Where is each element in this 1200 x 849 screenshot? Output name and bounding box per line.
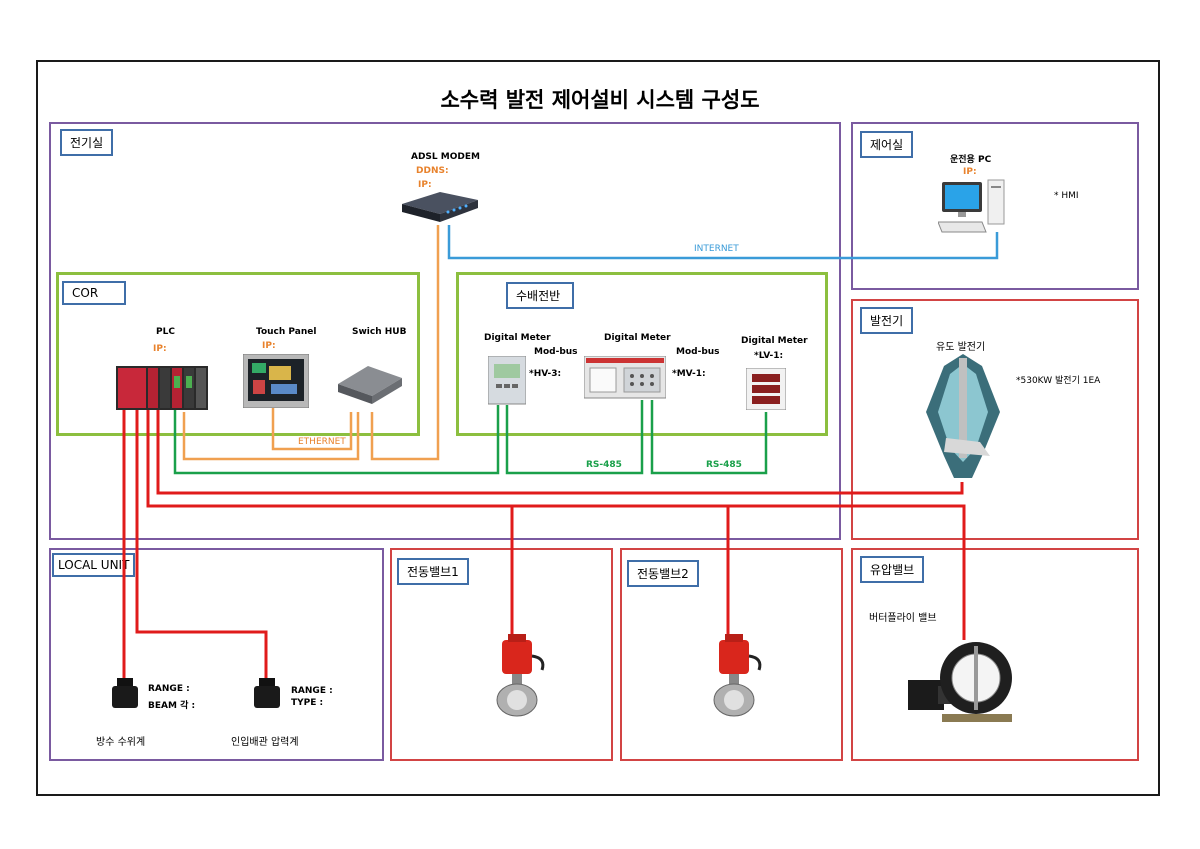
butterfly-valve-icon [908, 642, 1012, 722]
red-line-valves [146, 410, 966, 640]
pc-name: 운전용 PC [950, 155, 992, 165]
butterfly-valve-name: 버터플라이 밸브 [869, 613, 937, 624]
sensor2-name: 인입배관 압력계 [231, 737, 299, 748]
touch-panel-icon [243, 354, 309, 408]
plc-name: PLC [156, 327, 175, 337]
section-valve2 [620, 548, 843, 761]
pc-ip: IP: [963, 167, 977, 177]
motor-valve2-icon [713, 634, 762, 717]
ethernet-line-panel [271, 405, 353, 451]
section-local-unit [49, 548, 384, 761]
motor-valve1-icon [496, 634, 545, 717]
section-electric-room [49, 122, 841, 540]
red-line-sensor2 [135, 410, 268, 678]
pc-note: * HMI [1054, 191, 1079, 201]
meter-hv-id: *HV-3: [529, 369, 562, 379]
touch-panel-name: Touch Panel [256, 327, 317, 337]
meter-lv-id: *LV-1: [754, 351, 784, 361]
meter-hv-name: Digital Meter [484, 333, 551, 343]
tag-valve1: 전동밸브1 [397, 558, 469, 585]
rs485-line-2 [505, 400, 644, 475]
sensor1-range: RANGE : [148, 684, 190, 694]
label-internet: INTERNET [694, 244, 739, 254]
diagram-frame [36, 60, 1160, 796]
section-hydraulic-valve [851, 548, 1139, 761]
touch-panel-ip: IP: [262, 341, 276, 351]
adsl-name: ADSL MODEM [411, 152, 480, 162]
tag-generator: 발전기 [860, 307, 914, 334]
diagram-title: 소수력 발전 제어설비 시스템 구성도 [440, 88, 760, 112]
tag-switchgear: 수배전반 [506, 282, 574, 309]
adsl-ip: IP: [418, 180, 432, 190]
label-rs485-a: RS-485 [586, 460, 622, 470]
rs485-line-3 [650, 400, 768, 475]
meter-mv-protocol: Mod-bus [676, 347, 720, 357]
generator-icon [926, 354, 1000, 478]
adsl-modem-icon [402, 192, 478, 222]
internet-line [447, 225, 999, 260]
meter-mv-icon [584, 356, 666, 399]
section-generator [851, 299, 1139, 540]
meter-hv-protocol: Mod-bus [534, 347, 578, 357]
section-control-room [851, 122, 1139, 290]
rs485-line-1 [173, 405, 500, 475]
meter-mv-name: Digital Meter [604, 333, 671, 343]
meter-lv-name: Digital Meter [741, 336, 808, 346]
generator-name: 유도 발전기 [936, 342, 986, 353]
tag-cor: COR [62, 281, 126, 305]
water-level-sensor-icon [112, 678, 138, 708]
tag-valve2: 전동밸브2 [627, 560, 699, 587]
plc-icon [116, 366, 208, 410]
hub-name: Swich HUB [352, 327, 407, 337]
sensor2-type: TYPE : [291, 698, 324, 708]
sensor1-name: 방수 수위계 [96, 737, 146, 748]
switch-hub-icon [338, 366, 402, 404]
tag-local-unit: LOCAL UNIT [52, 553, 136, 577]
label-ethernet: ETHERNET [298, 437, 346, 447]
meter-lv-icon [746, 368, 786, 410]
section-cor [56, 272, 420, 436]
plc-ip: IP: [153, 344, 167, 354]
ethernet-line-plc [182, 412, 360, 461]
adsl-ddns: DDNS: [416, 166, 449, 176]
red-line-generator [156, 410, 964, 495]
sensor2-range: RANGE : [291, 686, 333, 696]
tag-control-room: 제어실 [860, 131, 914, 158]
ethernet-line-modem [370, 225, 440, 461]
label-rs485-b: RS-485 [706, 460, 742, 470]
computer-icon [938, 179, 1005, 233]
tag-electric-room: 전기실 [60, 129, 114, 156]
meter-hv-icon [488, 356, 526, 405]
tag-hydraulic-valve: 유압밸브 [860, 556, 925, 583]
generator-spec: *530KW 발전기 1EA [1016, 376, 1101, 386]
meter-mv-id: *MV-1: [672, 369, 706, 379]
sensor1-beam: BEAM 각 : [148, 701, 196, 711]
section-valve1 [390, 548, 613, 761]
pressure-sensor-icon [254, 678, 280, 708]
